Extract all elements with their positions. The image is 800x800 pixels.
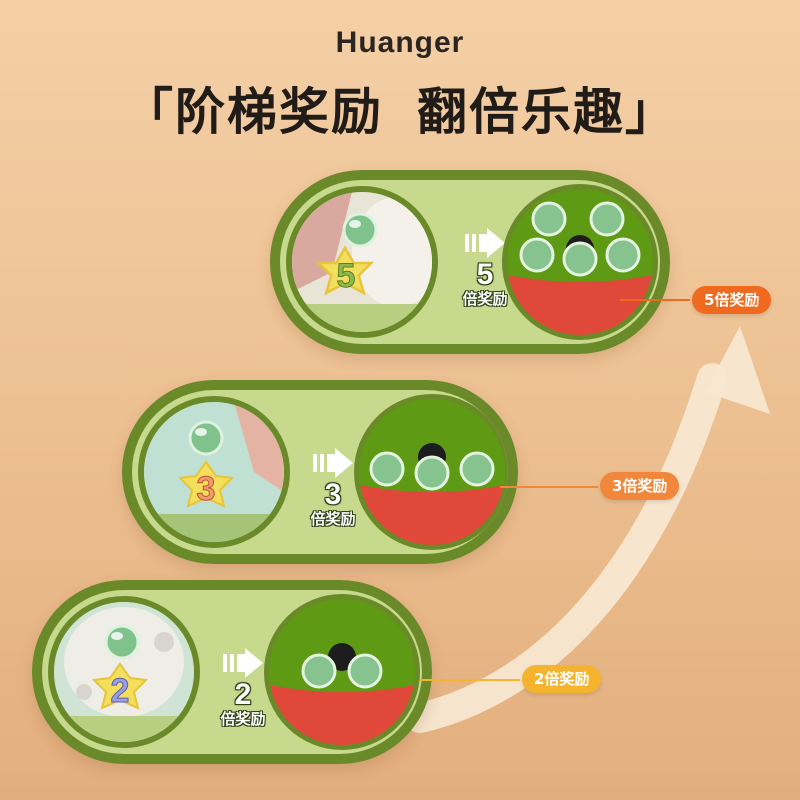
double-chevron-right-icon: [223, 648, 263, 678]
marble-icon: [188, 420, 224, 456]
headline-part2: 翻倍乐趣: [417, 83, 625, 141]
game-scene-image: 5: [286, 186, 438, 338]
multiplier-label: 倍奖励: [220, 710, 266, 728]
multiplier-info: 3 倍奖励: [298, 446, 368, 528]
reward-card-3x: 3 3 倍奖励: [122, 380, 518, 564]
headline: 「阶梯奖励翻倍乐趣」: [0, 72, 800, 144]
svg-text:3: 3: [197, 470, 216, 508]
headline-open-bracket: 「: [123, 83, 175, 141]
badge-3x: 3倍奖励: [600, 472, 680, 500]
double-chevron-right-icon: [465, 228, 505, 258]
card-panel: 2 2 倍奖励: [42, 590, 422, 754]
card-panel: 3 3 倍奖励: [132, 390, 508, 554]
card-panel: 5 5 倍奖励: [280, 180, 660, 344]
multiplier-number: 2: [234, 678, 252, 711]
marble-icon: [342, 212, 378, 248]
marble-bowl: [264, 594, 420, 750]
badge-connector-3x: [500, 486, 598, 488]
multiplier-number: 5: [476, 258, 494, 291]
game-scene-image: 2: [48, 596, 200, 748]
star-number-card-icon: [177, 460, 235, 508]
marble-icon: [104, 624, 140, 660]
multiplier-info: 5 倍奖励: [450, 226, 520, 308]
badge-5x: 5倍奖励: [692, 286, 772, 314]
multiplier-label: 倍奖励: [310, 510, 356, 528]
game-scene-image: 3: [138, 396, 290, 548]
multiplier-number: 3: [324, 478, 342, 511]
badge-2x: 2倍奖励: [522, 665, 602, 693]
brand-name: Huanger: [335, 26, 465, 59]
reward-card-2x: 2 2 倍奖励: [32, 580, 432, 764]
multiplier-info: 2 倍奖励: [208, 646, 278, 728]
headline-part1: 阶梯奖励: [175, 83, 383, 141]
badge-connector-5x: [620, 299, 690, 301]
double-chevron-right-icon: [313, 448, 353, 478]
multiplier-label: 倍奖励: [462, 290, 508, 308]
svg-text:5: 5: [337, 257, 356, 295]
marble-bowl: [502, 184, 658, 340]
reward-card-5x: 5 5 倍奖励: [270, 170, 670, 354]
headline-close-bracket: 」: [625, 83, 677, 141]
star-number-card-icon: [315, 245, 375, 296]
badge-connector-2x: [420, 679, 520, 681]
svg-text:2: 2: [111, 672, 130, 710]
marble-bowl: [354, 394, 508, 550]
star-number-card-icon: [91, 662, 149, 710]
